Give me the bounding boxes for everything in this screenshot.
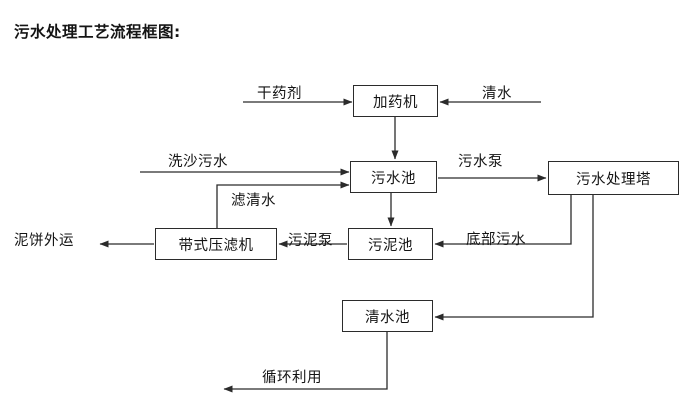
- edge-label-sludge-pump: 污泥泵: [288, 233, 333, 249]
- edge-label-sand-washing-water: 洗沙污水: [168, 154, 228, 170]
- node-clean-water-pool[interactable]: 清水池: [342, 300, 433, 332]
- node-dosing-machine[interactable]: 加药机: [353, 85, 438, 117]
- edge-tower-to-clean-water-pool: [434, 195, 594, 321]
- node-belt-filter-press[interactable]: 带式压滤机: [155, 228, 277, 260]
- node-sewage-pool[interactable]: 污水池: [350, 161, 437, 193]
- node-treatment-tower[interactable]: 污水处理塔: [548, 161, 679, 195]
- terminal-mud-cake-export: 泥饼外运: [14, 233, 74, 249]
- edge-label-filtered-water: 滤清水: [231, 193, 276, 209]
- edge-label-bottom-sewage: 底部污水: [466, 232, 526, 248]
- edge-tower-to-sludge-pool: [434, 195, 572, 248]
- edge-label-clean-water-in: 清水: [482, 86, 512, 102]
- edge-label-sewage-pump: 污水泵: [458, 154, 503, 170]
- node-sludge-pool[interactable]: 污泥池: [348, 228, 433, 260]
- edge-belt-filter-to-sewage-pool: [216, 181, 350, 228]
- page-title: 污水处理工艺流程框图:: [14, 23, 181, 41]
- edge-label-recycle-use: 循环利用: [262, 370, 322, 386]
- edge-label-dry-agent: 干药剂: [257, 86, 302, 102]
- edge-clean-water-pool-to-recycle: [223, 332, 388, 393]
